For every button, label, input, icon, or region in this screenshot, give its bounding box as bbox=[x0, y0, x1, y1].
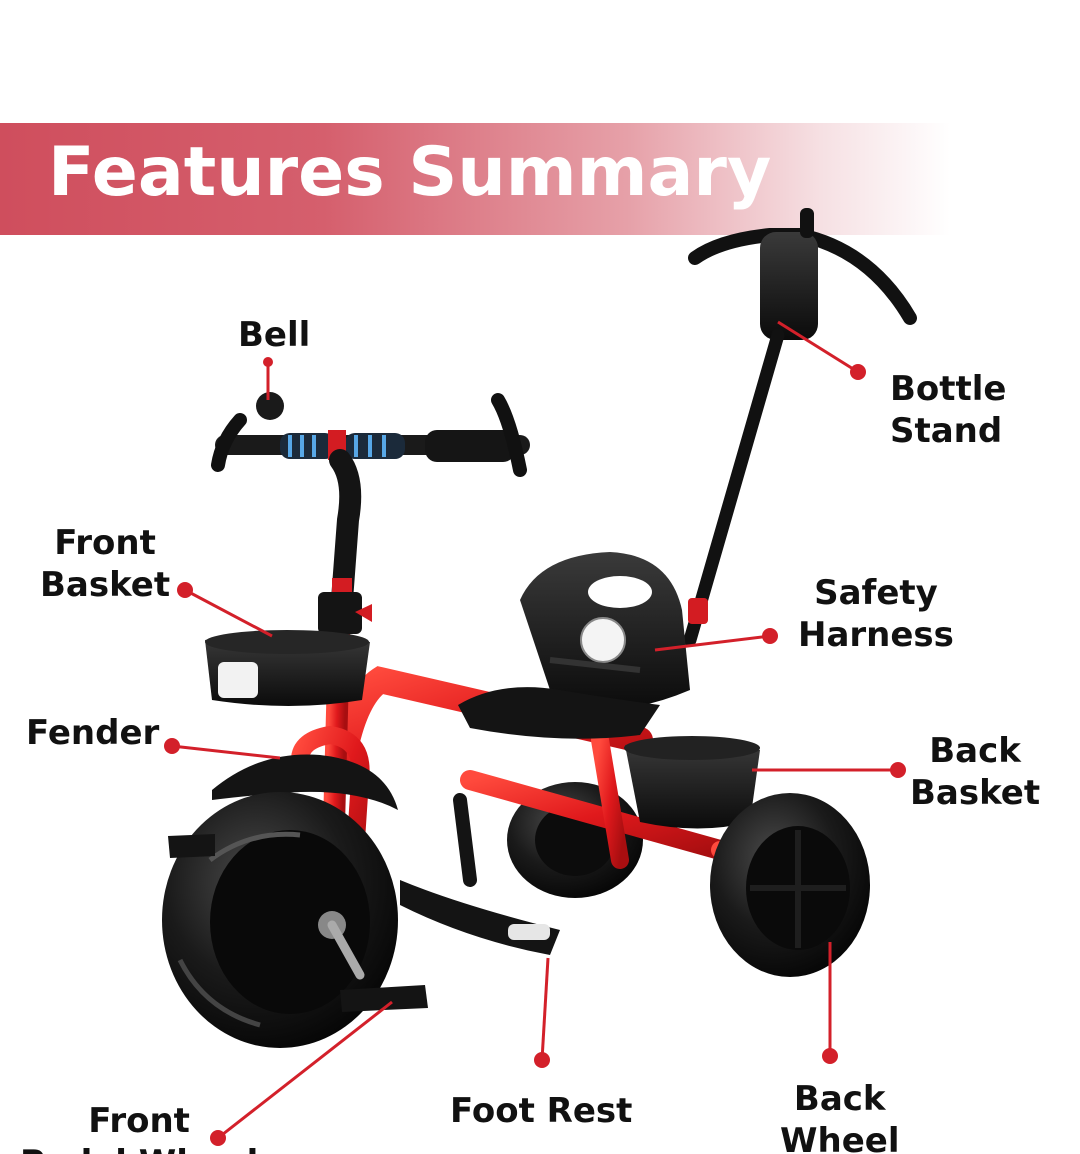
bell bbox=[256, 392, 284, 420]
label-front-basket-line2: Basket bbox=[40, 565, 171, 605]
label-front-basket: Front Basket bbox=[40, 522, 170, 606]
label-front-pedal-wheel: Front Pedal Wheel bbox=[20, 1100, 258, 1154]
back-wheel bbox=[710, 793, 870, 977]
label-back-wheel: Back Wheel bbox=[780, 1078, 899, 1154]
label-back-basket-line1: Back bbox=[929, 731, 1021, 771]
seat bbox=[458, 552, 690, 739]
label-back-wheel-line2: Wheel bbox=[780, 1121, 900, 1154]
label-bell: Bell bbox=[238, 314, 310, 356]
label-front-pedal-wheel-line1: Front bbox=[88, 1101, 190, 1141]
label-bell-text: Bell bbox=[238, 315, 311, 355]
label-safety-harness-line2: Harness bbox=[798, 615, 954, 655]
push-handle bbox=[683, 208, 917, 647]
handlebar bbox=[211, 392, 530, 634]
label-front-pedal-wheel-line2: Pedal Wheel bbox=[20, 1142, 258, 1154]
label-foot-rest-text: Foot Rest bbox=[450, 1091, 633, 1131]
features-banner bbox=[0, 123, 1080, 235]
front-basket bbox=[205, 630, 370, 706]
label-bottle-stand: Bottle Stand bbox=[890, 368, 1007, 452]
callout-lines bbox=[164, 320, 906, 1146]
label-fender-text: Fender bbox=[26, 713, 160, 753]
label-front-basket-line1: Front bbox=[54, 523, 156, 563]
label-back-wheel-line1: Back bbox=[793, 1079, 886, 1119]
label-foot-rest: Foot Rest bbox=[450, 1090, 632, 1132]
label-bottle-stand-line1: Bottle bbox=[890, 369, 1007, 409]
bottle-stand bbox=[760, 232, 818, 340]
label-back-basket-line2: Basket bbox=[910, 773, 1041, 813]
label-safety-harness-line1: Safety bbox=[814, 573, 938, 613]
label-bottle-stand-line2: Stand bbox=[890, 411, 1003, 451]
back-basket bbox=[624, 736, 760, 829]
front-pedal-wheel bbox=[162, 792, 428, 1048]
label-fender: Fender bbox=[26, 712, 159, 754]
foot-rest bbox=[400, 793, 560, 955]
fender bbox=[212, 754, 398, 810]
banner-title: Features Summary bbox=[48, 133, 772, 212]
label-safety-harness: Safety Harness bbox=[798, 572, 954, 656]
label-back-basket: Back Basket bbox=[910, 730, 1040, 814]
